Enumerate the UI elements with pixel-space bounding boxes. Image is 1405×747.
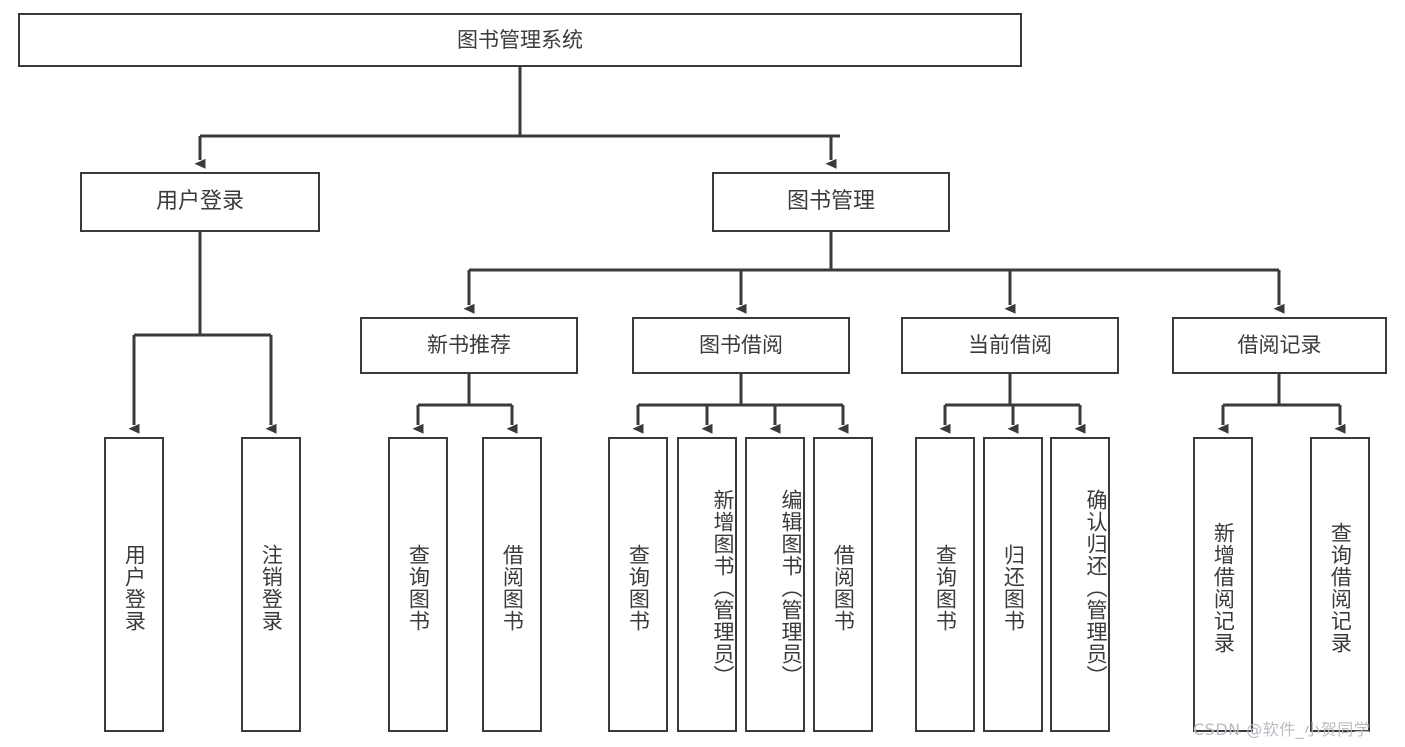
leaf-logout[interactable]: 注销登录 [241, 437, 301, 732]
node-root[interactable]: 图书管理系统 [18, 13, 1022, 67]
leaf-query-borrow-record[interactable]: 查询借阅记录 [1310, 437, 1370, 732]
node-root-label: 图书管理系统 [457, 27, 583, 52]
leaf-borrow-book-recommend-label: 借阅图书 [500, 543, 525, 632]
node-book-management-label: 图书管理 [786, 189, 875, 215]
leaf-confirm-return-admin-label: 确认归还（管理员） [1084, 488, 1108, 687]
leaf-borrow-book[interactable]: 借阅图书 [813, 437, 873, 732]
leaf-query-book-recommend-label: 查询图书 [406, 543, 431, 632]
leaf-logout-label: 注销登录 [259, 543, 284, 632]
csdn-watermark: CSDN @软件_小贺同学 [1193, 720, 1371, 739]
leaf-user-login[interactable]: 用户登录 [104, 437, 164, 732]
node-current-borrow[interactable]: 当前借阅 [901, 317, 1119, 374]
leaf-edit-book-admin-label: 编辑图书（管理员） [779, 488, 803, 687]
leaf-query-book-current-label: 查询图书 [933, 543, 958, 632]
leaf-query-book-borrow[interactable]: 查询图书 [608, 437, 668, 732]
leaf-return-book-label: 归还图书 [1001, 543, 1026, 632]
node-book-management[interactable]: 图书管理 [712, 172, 950, 232]
leaf-return-book[interactable]: 归还图书 [983, 437, 1043, 732]
node-current-borrow-label: 当前借阅 [968, 333, 1052, 358]
leaf-confirm-return-admin[interactable]: 确认归还（管理员） [1050, 437, 1110, 732]
leaf-borrow-book-label: 借阅图书 [831, 543, 856, 632]
leaf-query-book-recommend[interactable]: 查询图书 [388, 437, 448, 732]
leaf-borrow-book-recommend[interactable]: 借阅图书 [482, 437, 542, 732]
leaf-add-book-admin[interactable]: 新增图书（管理员） [677, 437, 737, 732]
leaf-edit-book-admin[interactable]: 编辑图书（管理员） [745, 437, 805, 732]
leaf-add-borrow-record-label: 新增借阅记录 [1211, 521, 1236, 654]
node-borrow-record[interactable]: 借阅记录 [1172, 317, 1387, 374]
leaf-query-borrow-record-label: 查询借阅记录 [1328, 521, 1353, 654]
node-new-book-recommend[interactable]: 新书推荐 [360, 317, 578, 374]
leaf-user-login-label: 用户登录 [122, 543, 147, 632]
node-user-login-label: 用户登录 [155, 189, 244, 215]
node-book-borrow[interactable]: 图书借阅 [632, 317, 850, 374]
node-user-login[interactable]: 用户登录 [80, 172, 320, 232]
node-new-book-recommend-label: 新书推荐 [427, 333, 511, 358]
node-borrow-record-label: 借阅记录 [1237, 333, 1322, 358]
leaf-query-book-current[interactable]: 查询图书 [915, 437, 975, 732]
leaf-add-book-admin-label: 新增图书（管理员） [711, 488, 735, 687]
leaf-query-book-borrow-label: 查询图书 [626, 543, 651, 632]
leaf-add-borrow-record[interactable]: 新增借阅记录 [1193, 437, 1253, 732]
node-book-borrow-label: 图书借阅 [699, 333, 783, 358]
